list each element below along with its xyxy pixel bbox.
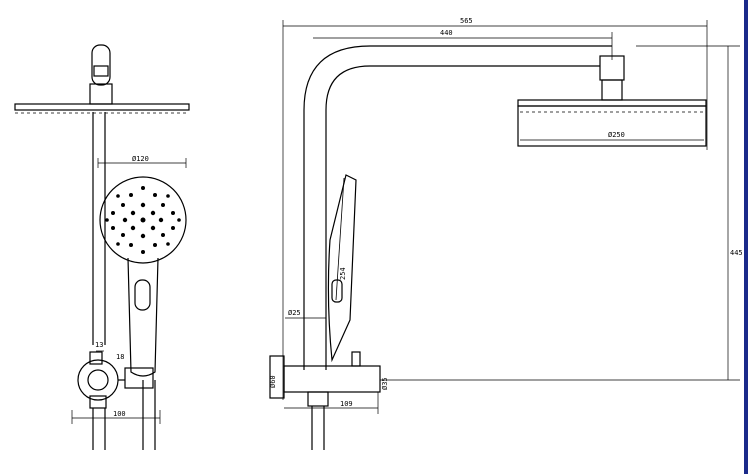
dim-pipe-diameter: Ø25 — [288, 309, 301, 317]
dim-arm-projection: 440 — [440, 29, 453, 37]
rain-head-body — [517, 105, 707, 147]
dim-flange-diameter: Ø60 — [269, 375, 277, 388]
dim-head-diameter: Ø250 — [608, 131, 625, 139]
spray-nozzles — [105, 186, 181, 254]
dim-bracket-offset: 18 — [116, 353, 124, 361]
handshower-handle — [127, 257, 159, 377]
shower-arm-outer — [303, 45, 612, 370]
handshower-side — [327, 174, 357, 363]
dim-handshower-length: 254 — [339, 267, 347, 280]
handshower-face — [99, 176, 187, 264]
arm-connector — [91, 44, 111, 86]
handshower-holder — [124, 367, 154, 389]
dim-overall-width: 565 — [460, 17, 473, 25]
rain-head-side — [517, 99, 707, 107]
diverter-knob — [351, 351, 361, 367]
head-mount — [89, 83, 113, 105]
dim-overall-height: 445 — [730, 249, 743, 257]
valve-body-side — [283, 365, 381, 393]
supply-nut — [307, 391, 329, 407]
shower-arm-inner — [325, 65, 600, 370]
dim-handshower-diameter: Ø120 — [132, 155, 149, 163]
dim-valve-width: 109 — [340, 400, 353, 408]
dim-wall-spacing: 100 — [113, 410, 126, 418]
connector-nut — [93, 65, 109, 77]
side-view: 565 440 Ø250 445 254 Ø25 Ø60 — [269, 17, 743, 450]
rain-head-front — [14, 103, 190, 111]
front-view: Ø120 13 18 — [14, 44, 190, 450]
dim-bracket-width: 13 — [95, 341, 103, 349]
handle-button — [134, 279, 151, 311]
frame-edge — [744, 0, 748, 474]
dim-valve-diameter: Ø35 — [381, 377, 389, 390]
valve-body-front — [77, 359, 119, 401]
